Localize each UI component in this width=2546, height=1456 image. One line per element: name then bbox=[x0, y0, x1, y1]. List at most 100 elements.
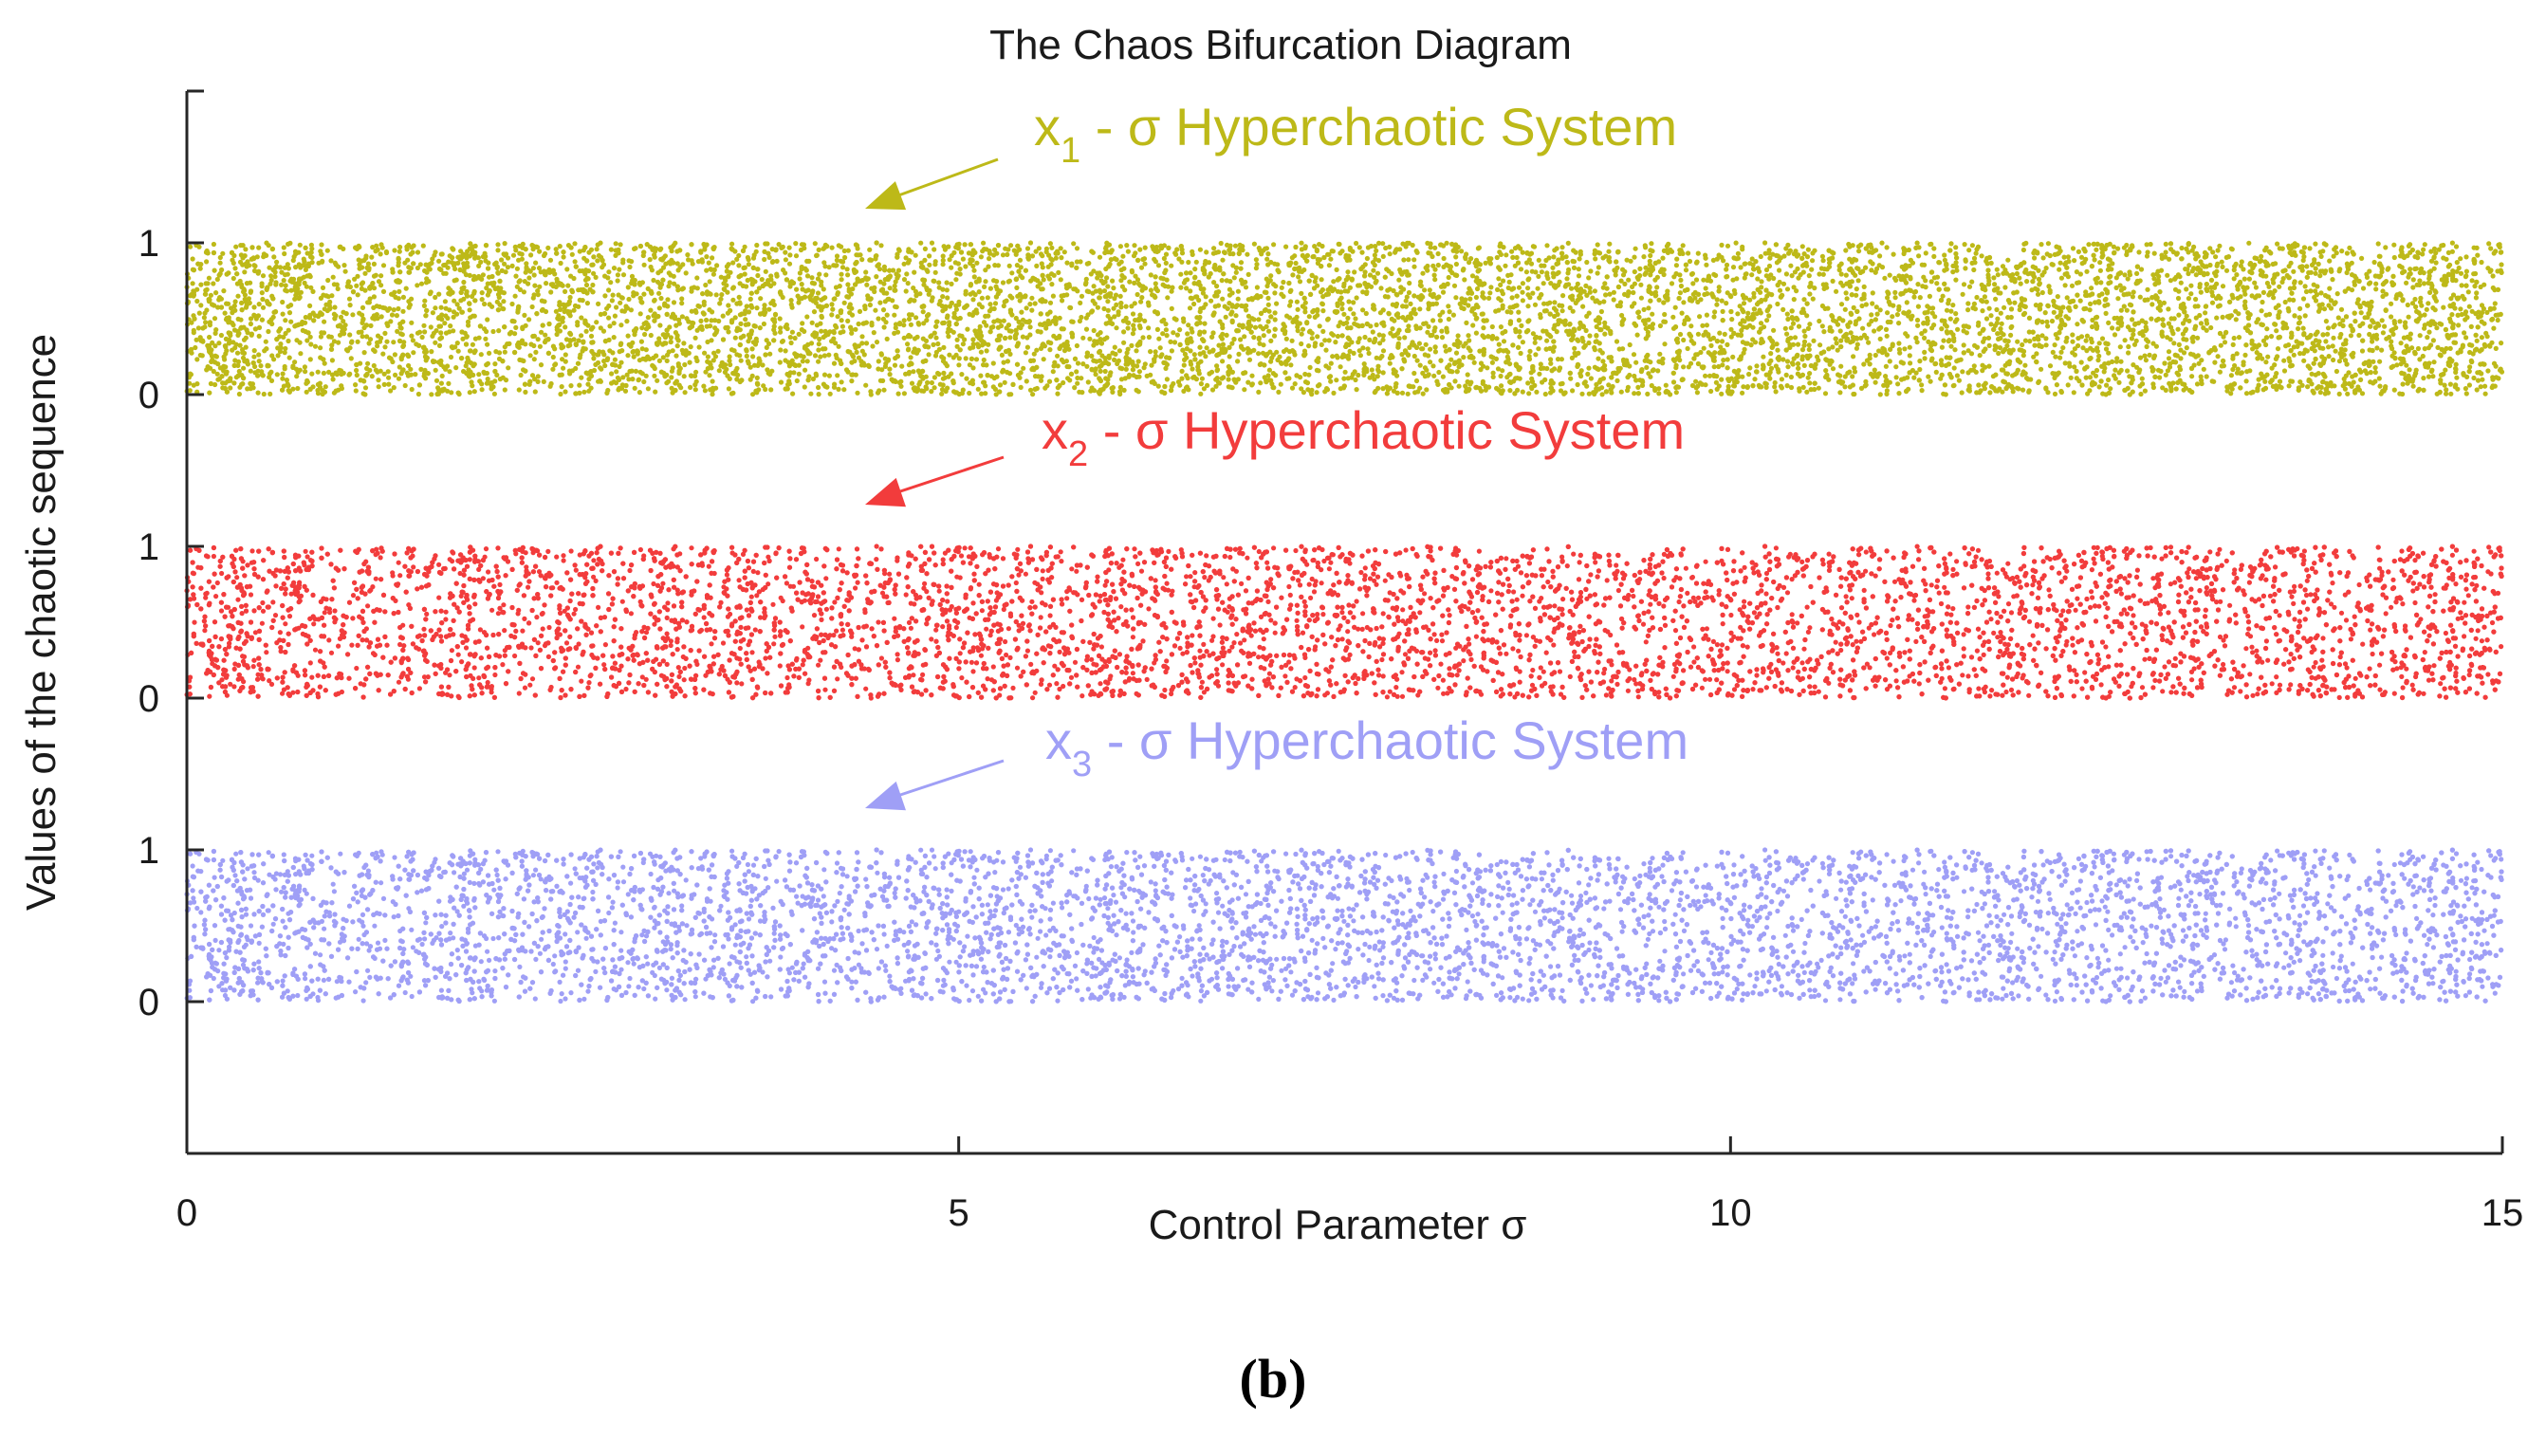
data-point bbox=[2339, 249, 2345, 254]
data-point bbox=[949, 371, 954, 377]
data-point bbox=[288, 319, 294, 324]
data-point bbox=[1246, 357, 1253, 362]
data-point bbox=[2020, 387, 2026, 393]
data-point bbox=[218, 332, 224, 339]
data-point bbox=[1577, 249, 1583, 254]
data-point bbox=[2032, 342, 2038, 348]
data-point bbox=[2105, 256, 2111, 262]
data-point bbox=[1356, 245, 1362, 250]
data-point bbox=[602, 273, 608, 279]
data-point bbox=[925, 379, 931, 385]
data-point bbox=[453, 277, 459, 283]
data-point bbox=[1966, 284, 1973, 289]
data-point bbox=[2431, 246, 2438, 251]
data-point bbox=[1446, 263, 1451, 268]
data-point bbox=[2474, 338, 2480, 343]
data-point bbox=[263, 339, 268, 344]
data-point bbox=[268, 391, 273, 396]
data-point bbox=[2126, 343, 2131, 350]
data-point bbox=[341, 319, 346, 324]
data-point bbox=[1411, 293, 1417, 299]
data-point bbox=[1657, 323, 1663, 329]
data-point bbox=[768, 273, 774, 279]
data-point bbox=[1387, 251, 1393, 257]
data-point bbox=[2060, 345, 2066, 351]
data-point bbox=[1142, 245, 1148, 250]
data-point bbox=[929, 379, 935, 386]
data-point bbox=[571, 337, 577, 342]
data-point bbox=[1883, 363, 1889, 369]
data-point bbox=[2404, 280, 2409, 286]
data-point bbox=[503, 269, 508, 275]
data-point bbox=[2264, 372, 2270, 378]
data-point bbox=[1843, 248, 1849, 253]
data-point bbox=[527, 353, 533, 359]
data-point bbox=[518, 372, 524, 378]
data-point bbox=[671, 300, 677, 305]
data-point bbox=[558, 260, 563, 267]
data-point bbox=[221, 354, 227, 359]
data-point bbox=[1387, 360, 1393, 366]
data-point bbox=[1718, 344, 1724, 350]
data-point bbox=[887, 286, 893, 291]
data-point bbox=[2448, 296, 2454, 302]
data-point bbox=[1233, 269, 1239, 275]
data-point bbox=[355, 339, 360, 344]
data-point bbox=[1380, 241, 1386, 247]
data-point bbox=[1396, 277, 1402, 283]
data-point bbox=[1528, 370, 1534, 376]
data-point bbox=[1152, 256, 1157, 262]
data-point bbox=[479, 387, 485, 393]
data-point bbox=[1235, 296, 1241, 302]
data-point bbox=[730, 297, 736, 303]
data-point bbox=[1251, 335, 1257, 341]
data-point bbox=[1959, 390, 1965, 396]
data-point bbox=[1075, 375, 1080, 381]
data-point bbox=[2078, 359, 2084, 365]
data-point bbox=[1811, 338, 1817, 343]
data-point bbox=[439, 373, 445, 378]
data-point bbox=[1018, 370, 1024, 376]
data-point bbox=[2343, 341, 2349, 346]
data-point bbox=[315, 369, 321, 375]
data-point bbox=[1547, 300, 1553, 305]
data-point bbox=[2291, 268, 2297, 274]
data-point bbox=[565, 283, 571, 288]
data-point bbox=[521, 289, 527, 295]
data-point bbox=[2118, 307, 2124, 313]
data-point bbox=[259, 284, 265, 289]
data-point bbox=[1104, 335, 1110, 341]
data-point bbox=[1489, 359, 1495, 365]
data-point bbox=[523, 389, 528, 395]
data-point bbox=[507, 341, 512, 346]
data-point bbox=[609, 298, 616, 304]
data-point bbox=[2166, 349, 2172, 355]
data-point bbox=[1804, 313, 1810, 319]
data-point bbox=[1254, 285, 1260, 290]
data-point bbox=[2454, 260, 2460, 266]
data-point bbox=[1986, 305, 1992, 311]
data-point bbox=[2058, 275, 2064, 281]
data-point bbox=[1879, 240, 1885, 246]
data-point bbox=[710, 392, 715, 397]
data-point bbox=[1075, 360, 1081, 366]
data-point bbox=[1595, 270, 1600, 276]
data-point bbox=[402, 260, 408, 266]
data-point bbox=[2408, 267, 2413, 272]
data-point bbox=[2370, 318, 2375, 323]
data-point bbox=[292, 359, 298, 365]
data-point bbox=[1102, 368, 1108, 375]
data-point bbox=[617, 267, 622, 272]
data-point bbox=[1023, 350, 1028, 356]
data-point bbox=[2420, 353, 2426, 359]
data-point bbox=[1338, 320, 1343, 325]
data-point bbox=[2463, 335, 2469, 341]
data-point bbox=[836, 386, 841, 392]
data-point bbox=[2463, 274, 2468, 280]
data-point bbox=[275, 353, 281, 359]
data-point bbox=[247, 300, 252, 305]
data-point bbox=[2039, 333, 2045, 339]
data-point bbox=[280, 376, 286, 381]
data-point bbox=[655, 279, 661, 285]
